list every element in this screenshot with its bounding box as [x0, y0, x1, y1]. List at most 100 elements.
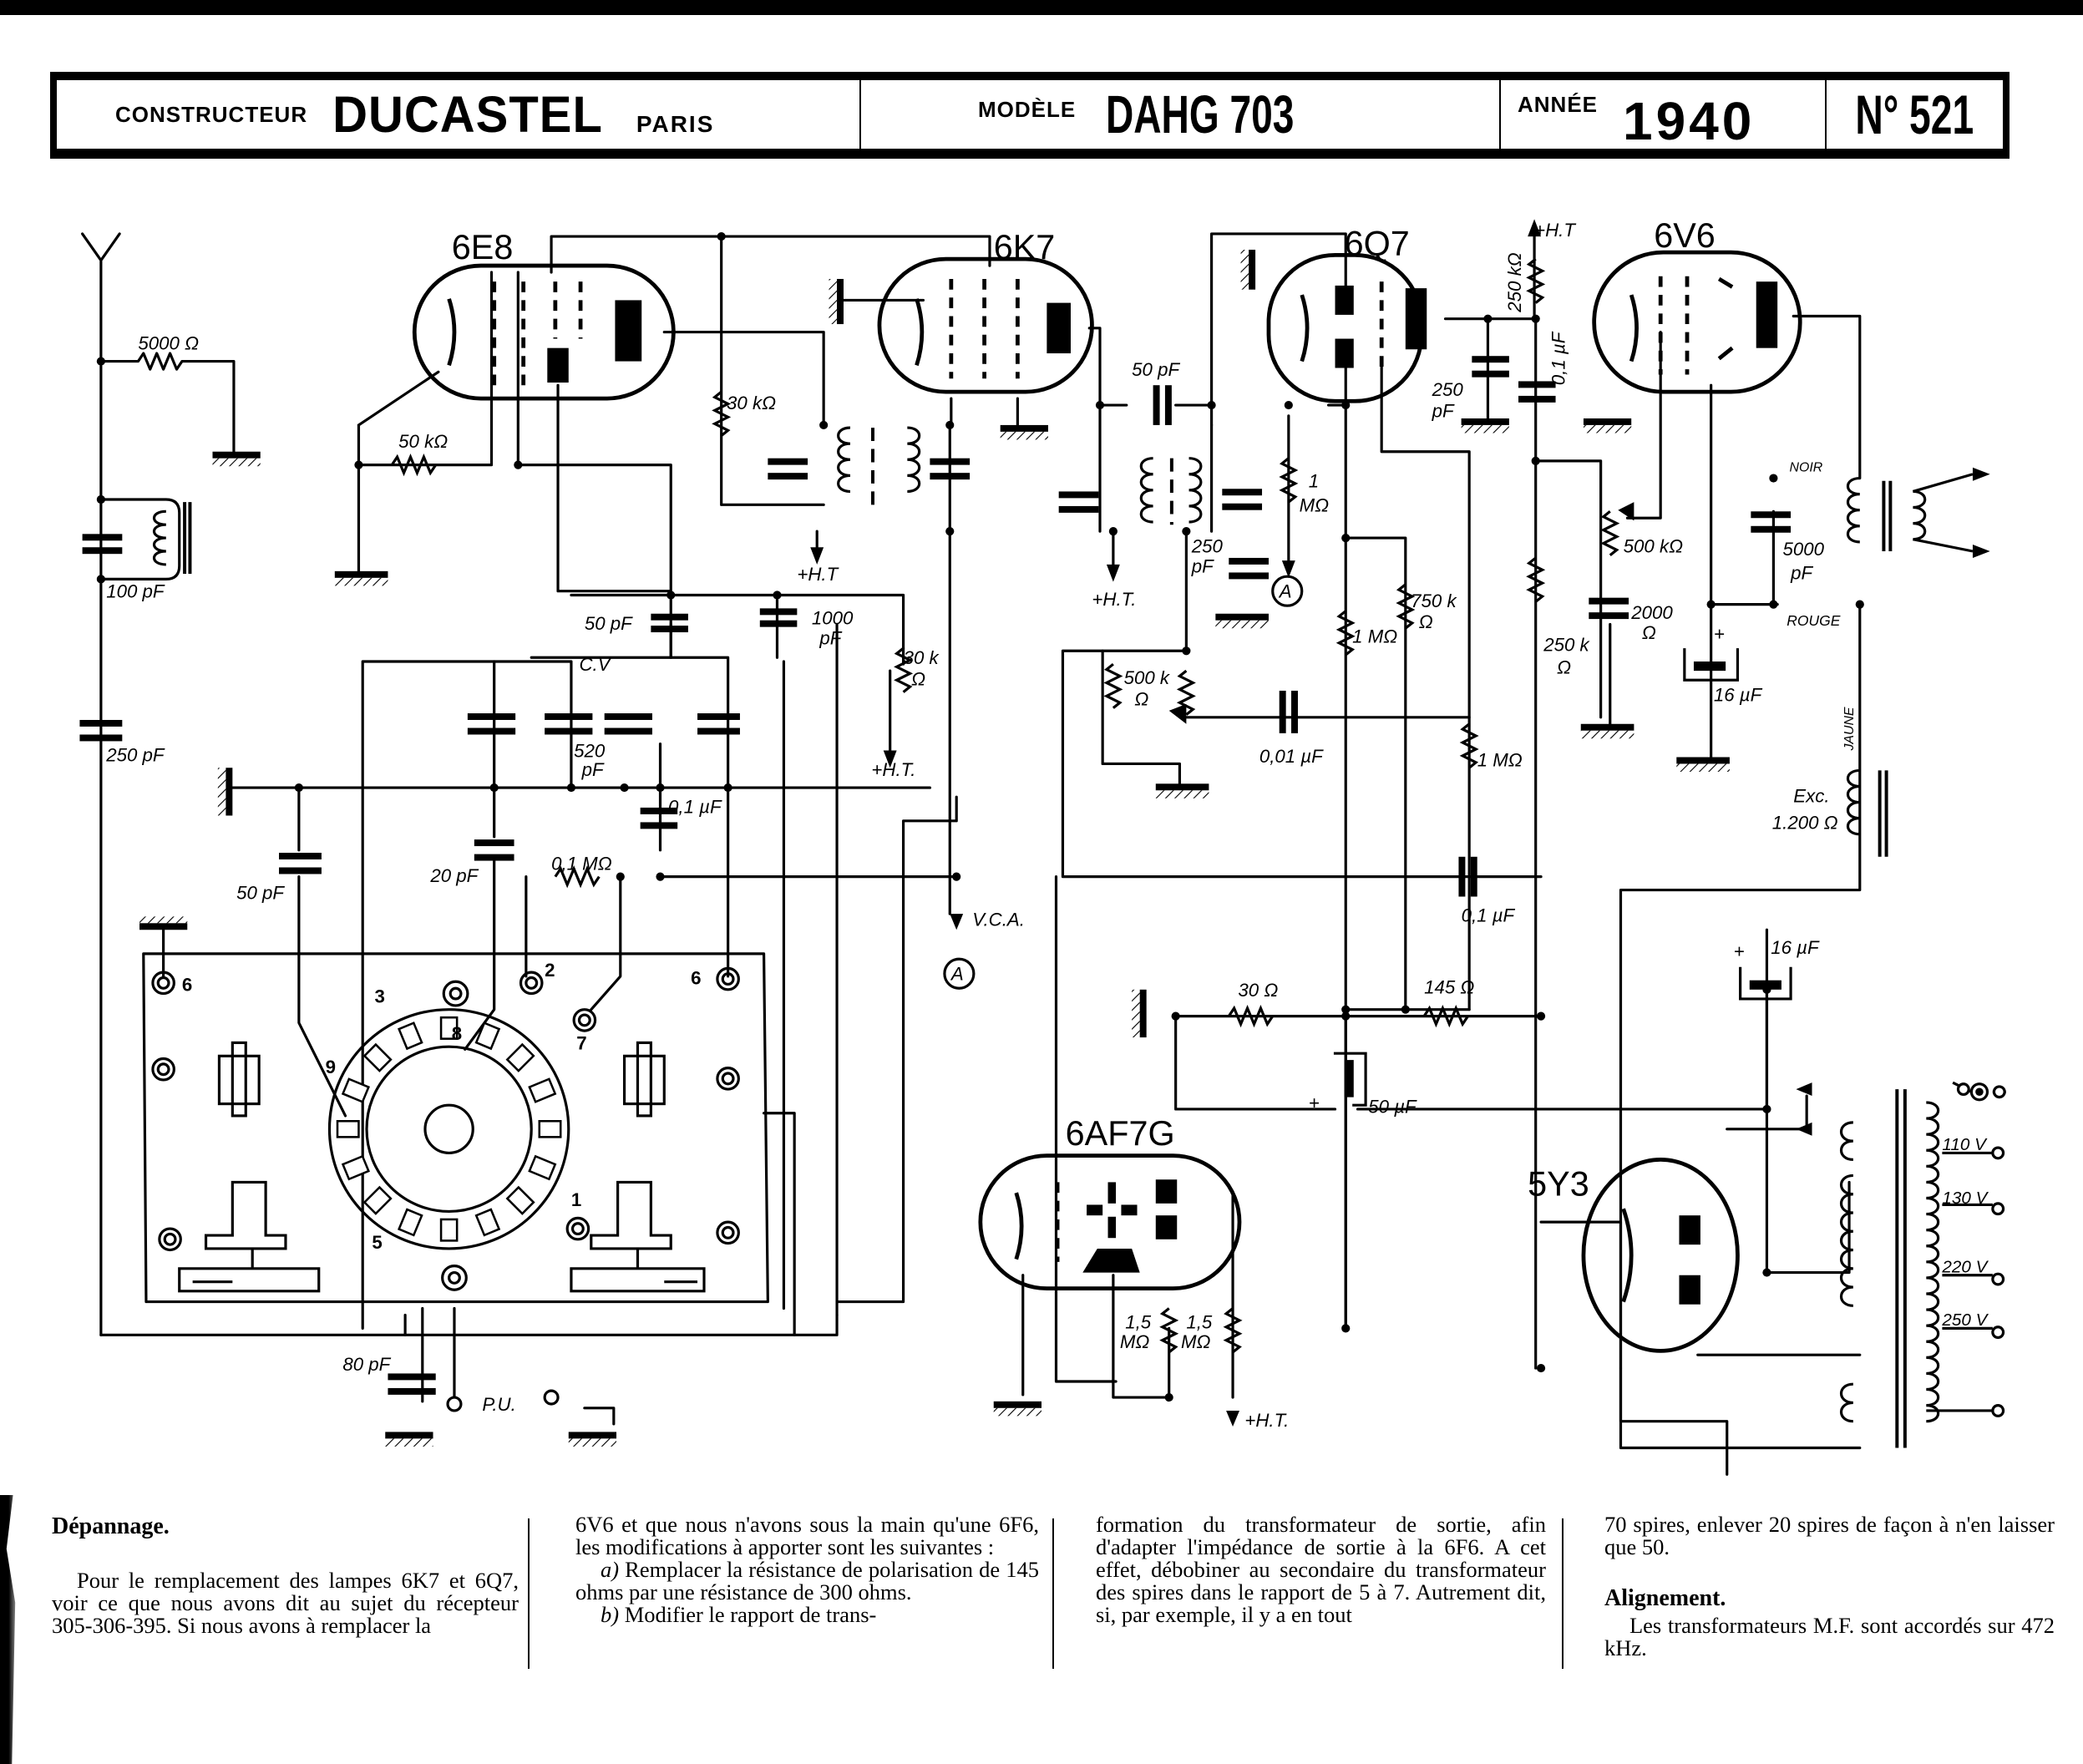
- label-50uf: 50 µF: [1368, 1097, 1417, 1118]
- label-1M-c: 1 MΩ: [1477, 750, 1523, 771]
- pot-500k-vol: [1103, 662, 1196, 716]
- junction-dot: [1762, 985, 1771, 994]
- switch-contact-pad: [505, 1042, 535, 1072]
- paragraph: Les transformateurs M.F. sont accordés s…: [1604, 1613, 2055, 1660]
- column-divider: [1052, 1518, 1054, 1669]
- section-title-depannage: Dépannage.: [52, 1513, 170, 1539]
- component-labels: 5000 Ω 100 pF 250 pF 50 kΩ 30 kΩ 50 pF +…: [105, 220, 1989, 1431]
- cap-if2: [930, 458, 971, 465]
- label-1.5M-b: 1,5: [1186, 1311, 1213, 1332]
- switch-contact-pad: [505, 1185, 535, 1215]
- junction-dot: [96, 575, 105, 584]
- label-ht-3: +H.T.: [1092, 589, 1136, 610]
- label-250v: 250 V: [1941, 1310, 1989, 1330]
- cap-50pf-b: [279, 853, 322, 859]
- sheet-number: N° 521: [1855, 84, 1974, 145]
- label-plus-2: +: [1734, 941, 1745, 962]
- cap-cv1: [467, 713, 516, 720]
- tube-6q7: [1266, 252, 1427, 403]
- label-1M-a: 1: [1309, 471, 1319, 492]
- cap-100pf: [82, 534, 123, 541]
- node-a-markers: [943, 575, 1304, 990]
- paragraph: formation du transformateur de sortie, a…: [1095, 1512, 1546, 1627]
- label-plus-1: +: [1714, 624, 1725, 645]
- label-node-a-1: A: [950, 964, 964, 985]
- ground-icon: [217, 768, 233, 816]
- arrow-up-icon: [1528, 219, 1542, 237]
- label-50pf-osc: 50 pF: [585, 613, 633, 634]
- resistor-145ohm: [1422, 1004, 1469, 1028]
- label-cv-unit: pF: [581, 759, 605, 780]
- article-column-3: formation du transformateur de sortie, a…: [1096, 1513, 1546, 1660]
- pot-500k-tone: [1600, 510, 1620, 557]
- tube-label-5y3: 5Y3: [1528, 1164, 1589, 1203]
- switch-contact-pad: [341, 1154, 370, 1181]
- label-145ohm: 145 Ω: [1424, 977, 1474, 998]
- label-exc: Exc.: [1793, 786, 1829, 807]
- label-5000ohm: 5000 Ω: [138, 332, 199, 353]
- junction-dot: [1531, 314, 1540, 323]
- item-tag: b): [600, 1602, 620, 1627]
- label-noir: NOIR: [1789, 461, 1822, 475]
- label-2000-unit: Ω: [1642, 622, 1656, 643]
- manufacturer-name: DUCASTEL: [332, 85, 603, 144]
- cap-0.1uf-a: [640, 807, 678, 814]
- field-coil: [1846, 768, 1860, 836]
- modele-label: MODÈLE: [978, 96, 1077, 122]
- cap-50pf-a: [651, 613, 688, 621]
- arrow-right-icon: [1972, 467, 1990, 481]
- column-divider: [528, 1518, 530, 1669]
- electrolytic-50uf: [1344, 1060, 1354, 1097]
- resistor-30k-screen: [712, 390, 732, 437]
- label-1M-a-unit: MΩ: [1300, 494, 1330, 515]
- arrow-right-icon: [1972, 545, 1990, 558]
- switch-pin-labels: 6 6 2 7 3 8 9 5 1: [182, 960, 702, 1253]
- label-node-a-2: A: [1278, 581, 1292, 602]
- ground-icon: [1215, 613, 1269, 629]
- resistor-30k-ht: [894, 646, 914, 693]
- label-1000-unit: pF: [819, 627, 842, 648]
- label-250pf: 250 pF: [105, 744, 165, 765]
- if-transformer-2: [1139, 457, 1153, 524]
- label-250-plate: 250: [1432, 379, 1464, 400]
- label-1.5M-a: 1,5: [1125, 1311, 1152, 1332]
- tube-6e8: [412, 263, 676, 401]
- arrow-down-icon: [810, 547, 824, 565]
- resistor-50k: [390, 453, 438, 477]
- junction-dot: [1341, 1324, 1351, 1333]
- paragraph-b: b) Modifier le rapport de trans-: [575, 1604, 1039, 1626]
- junction-dot: [1483, 314, 1493, 323]
- label-exc-value: 1.200 Ω: [1772, 812, 1838, 833]
- arrow-down-icon: [1106, 564, 1120, 582]
- pin-label: 1: [571, 1189, 581, 1210]
- label-250-det: 250: [1191, 536, 1224, 557]
- scan-top-border: [0, 0, 2083, 15]
- label-1.5M-b-unit: MΩ: [1181, 1331, 1211, 1352]
- if-transformer-1: [837, 426, 851, 494]
- column-divider: [1562, 1518, 1564, 1669]
- wiper-arrow-icon: [1618, 502, 1634, 521]
- cap-trim: [697, 713, 740, 720]
- ground-icon: [1240, 249, 1256, 290]
- switch-contact-pad: [398, 1021, 423, 1051]
- label-50pf-if: 50 pF: [1132, 359, 1180, 380]
- junction-dot: [1207, 400, 1216, 410]
- label-1M-b: 1 MΩ: [1352, 626, 1397, 647]
- cap-0.1uf-coupling: [1518, 381, 1556, 388]
- junction-dot: [717, 231, 726, 241]
- cap-1000pf: [759, 608, 798, 616]
- junction-dot: [773, 591, 782, 600]
- label-plus-3: +: [1309, 1092, 1320, 1113]
- tube-label-6q7: 6Q7: [1345, 224, 1410, 262]
- ground-icon: [1676, 757, 1730, 772]
- cap-80pf: [388, 1373, 436, 1381]
- ground-icon: [385, 1432, 433, 1447]
- junction-dot: [1095, 400, 1105, 410]
- junction-dot: [1762, 1268, 1771, 1277]
- label-16uf-b: 16 µF: [1771, 937, 1820, 958]
- label-cv: C.V: [579, 654, 611, 675]
- manufacturer-city: PARIS: [636, 111, 715, 137]
- electrolytic-cans: [1333, 648, 1792, 1107]
- tube-6k7: [877, 256, 1094, 394]
- label-250k-grid-unit: Ω: [1557, 656, 1571, 677]
